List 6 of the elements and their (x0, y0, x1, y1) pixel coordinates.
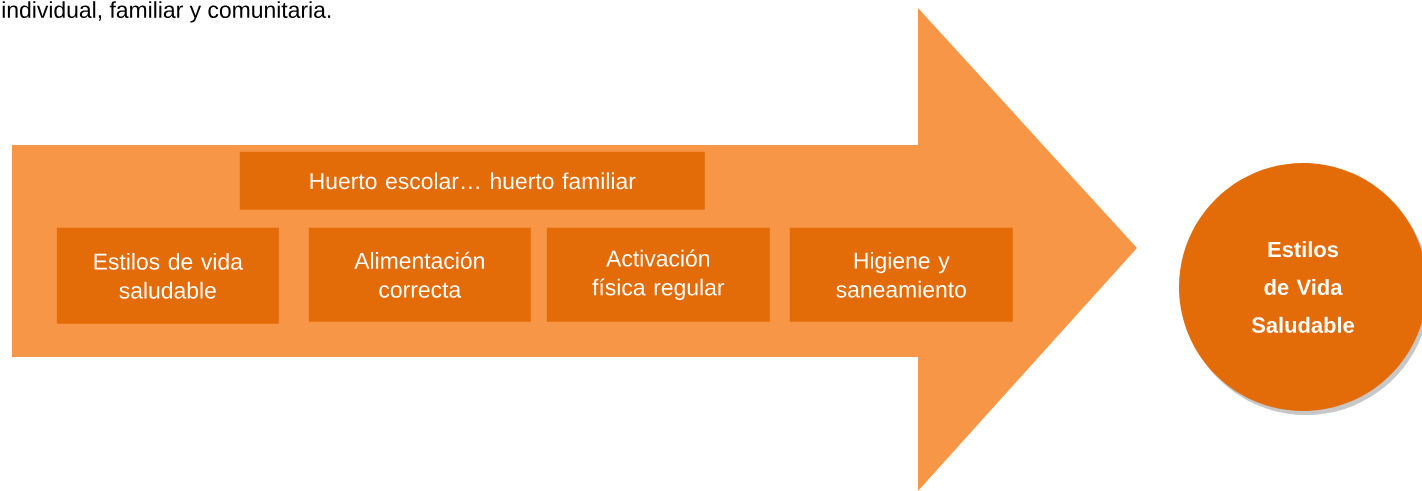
text-box: Activación física regular (546, 227, 770, 322)
text-box: Huerto escolar… huerto familiar (239, 151, 705, 210)
note-text: individual, familiar y comunitaria. (2, 1, 331, 23)
text-box: Estilos de vida saludable (56, 227, 279, 324)
text-box: Higiene y saneamiento (789, 227, 1013, 322)
text-box: Alimentación correcta (308, 227, 531, 322)
